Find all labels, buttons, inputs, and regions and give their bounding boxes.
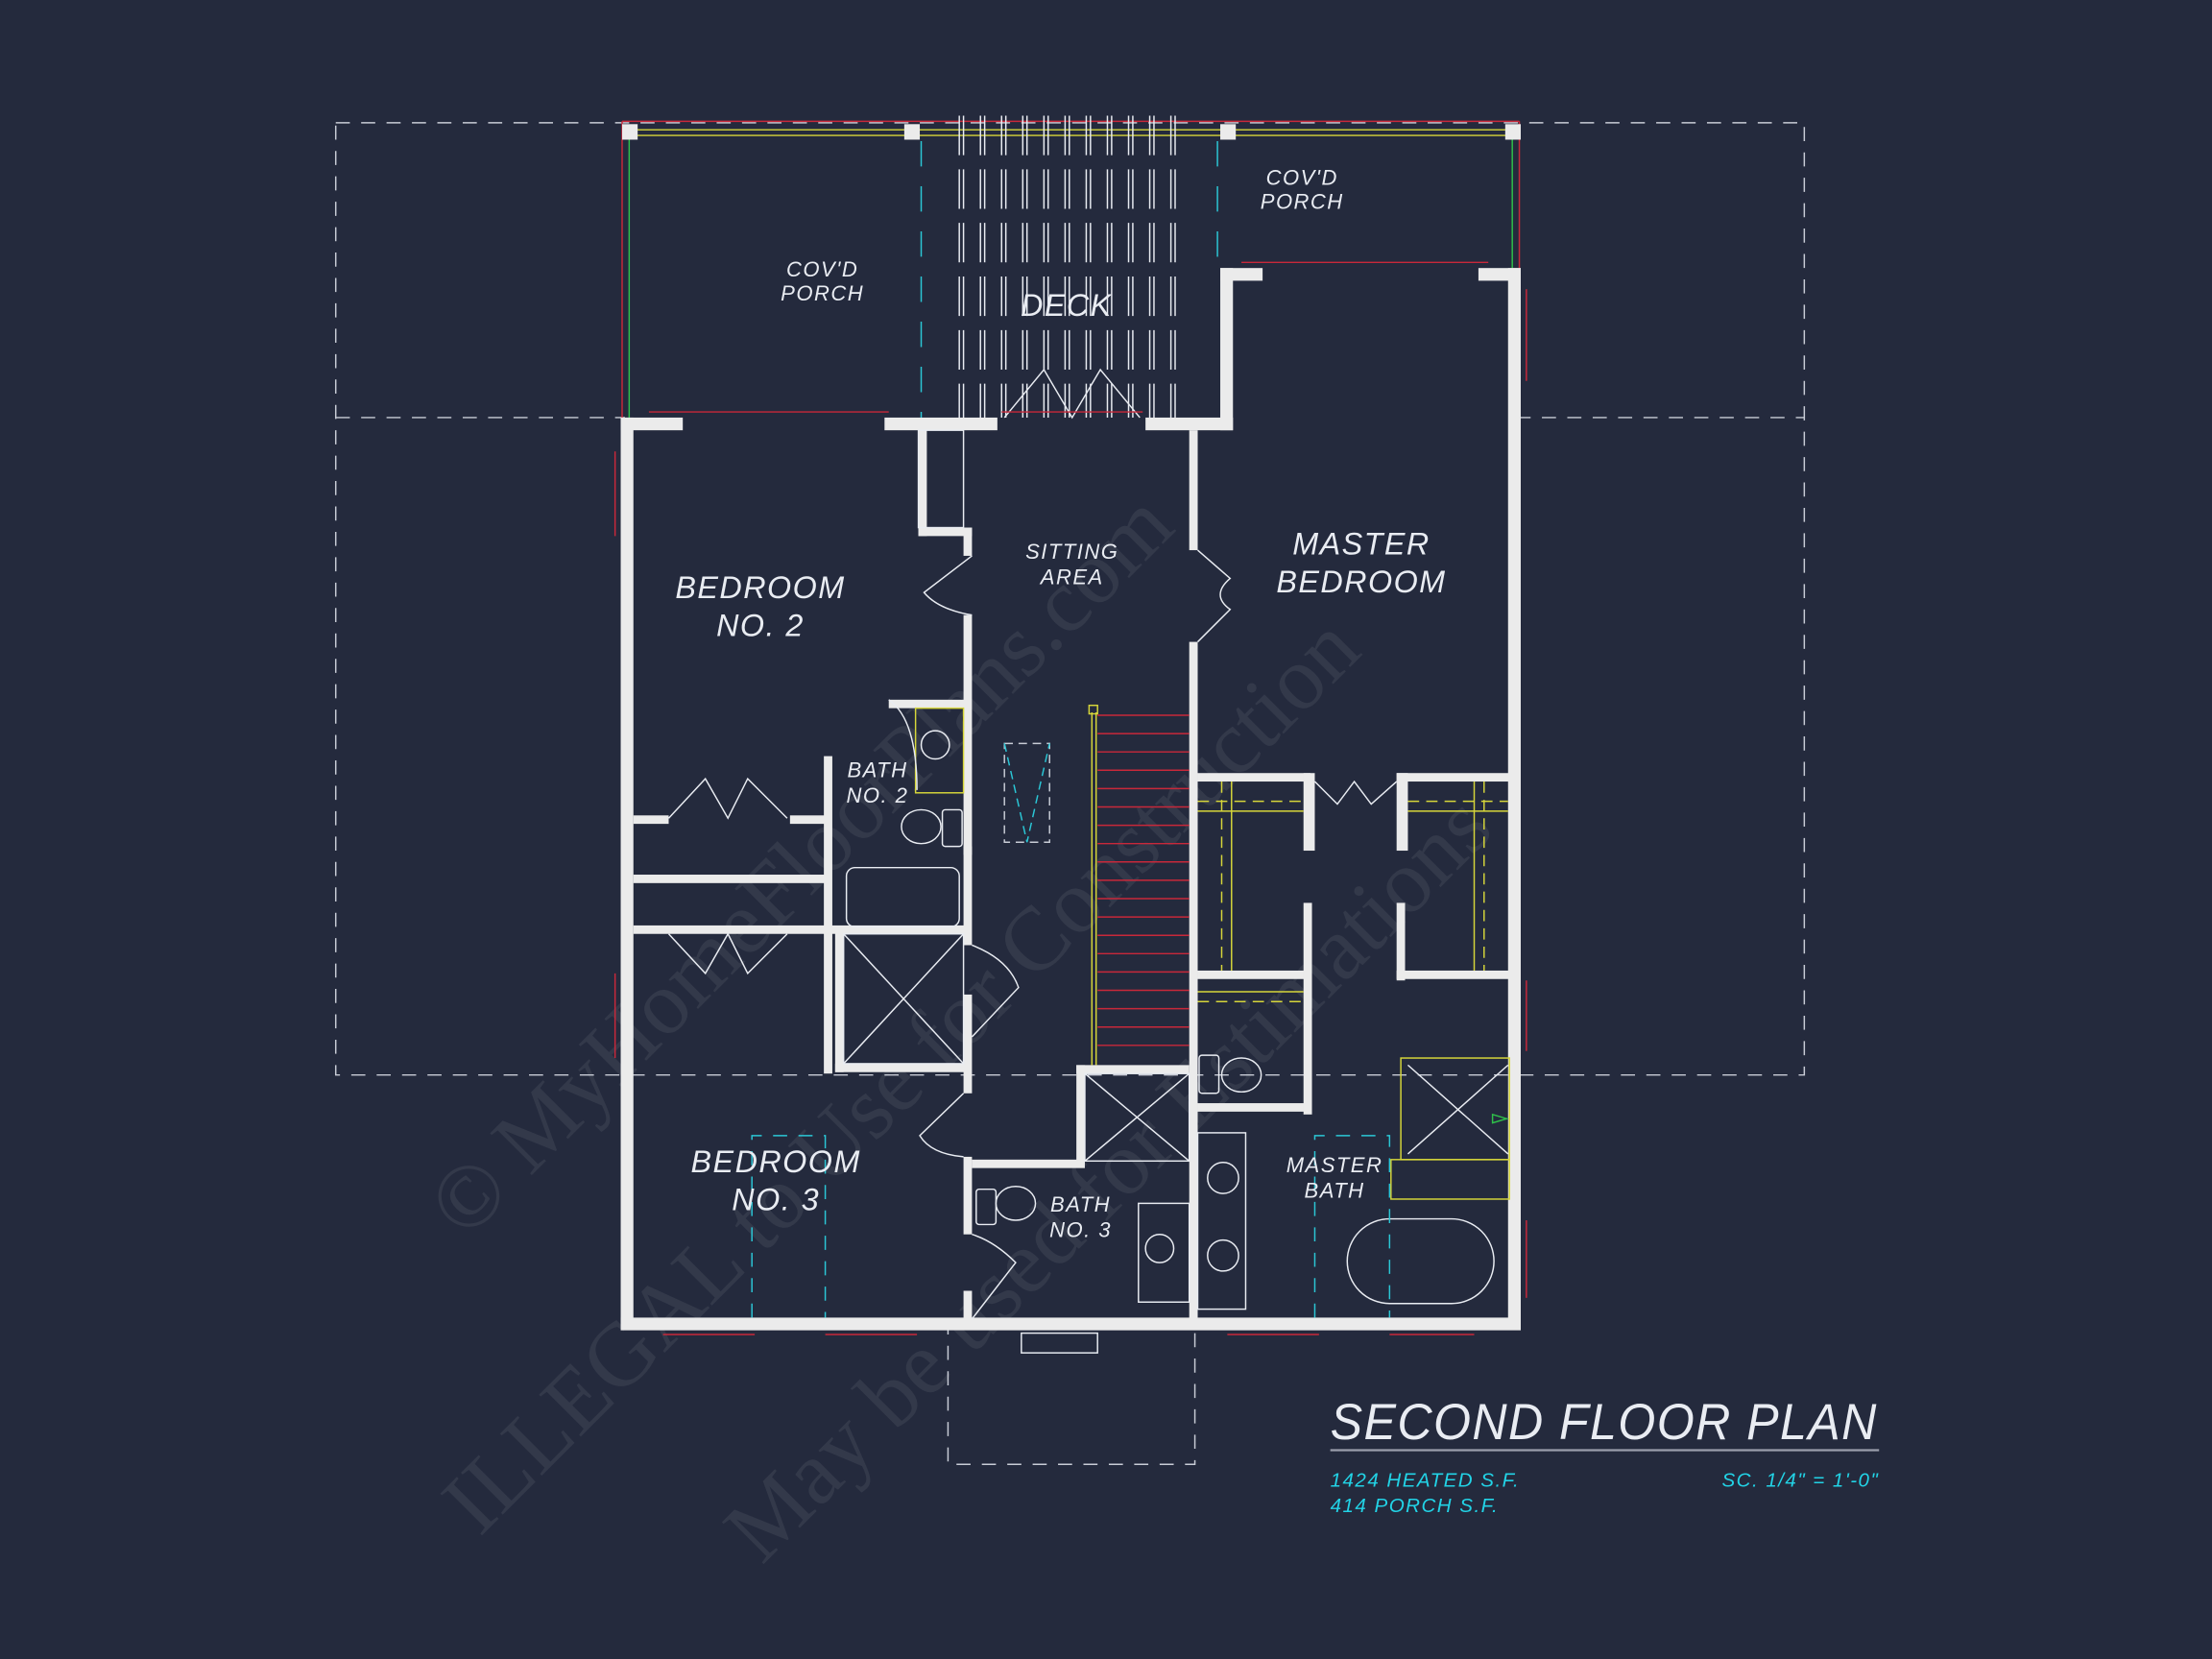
porch-sf: 414 PORCH S.F. [1331,1495,1500,1517]
door-swings [667,368,1398,1320]
label-master-bath-1: MASTER [1286,1153,1383,1177]
label-master-bath-2: BATH [1305,1179,1365,1203]
shower-boxes [842,429,1510,1163]
windows [613,261,1527,1354]
label-sitting-area-1: SITTING [1025,540,1118,564]
label-bath-2-1: BATH [847,758,907,782]
title-block: SECOND FLOOR PLAN 1424 HEATED S.F. 414 P… [1330,1394,1880,1517]
plan-title: SECOND FLOOR PLAN [1331,1394,1878,1451]
interior-walls [633,430,1510,1327]
label-bedroom-3-1: BEDROOM [691,1144,861,1179]
label-bedroom-2-1: BEDROOM [675,570,845,605]
label-covd-porch-left-2: PORCH [781,281,864,305]
closet-framing [1197,781,1508,1002]
fixtures [845,707,1510,1310]
plan-scale: SC. 1/4" = 1'-0" [1721,1470,1879,1492]
label-covd-porch-right-1: COV'D [1266,165,1338,189]
label-covd-porch-left-1: COV'D [786,257,858,281]
stairs [1088,704,1190,1066]
label-sitting-area-2: AREA [1039,565,1104,589]
label-bath-2-2: NO. 2 [847,783,909,807]
heated-sf: 1424 HEATED S.F. [1331,1470,1521,1492]
label-bedroom-3-2: NO. 3 [732,1183,820,1217]
room-labels: COV'D PORCH COV'D PORCH DECK SITTING ARE… [675,165,1446,1242]
label-bedroom-2-2: NO. 2 [716,609,805,643]
porch-railing [621,120,1521,421]
label-master-bedroom-1: MASTER [1292,526,1430,561]
attic-access [1003,742,1050,843]
label-covd-porch-right-2: PORCH [1261,189,1344,213]
roof-outline [334,122,1806,1465]
exterior-walls [620,268,1521,1331]
label-bath-3-1: BATH [1050,1192,1111,1216]
deck-boards [958,115,1176,418]
deck-edges [920,140,1218,418]
label-deck: DECK [1021,288,1113,323]
label-master-bedroom-2: BEDROOM [1276,565,1446,599]
label-bath-3-2: NO. 3 [1049,1218,1112,1242]
